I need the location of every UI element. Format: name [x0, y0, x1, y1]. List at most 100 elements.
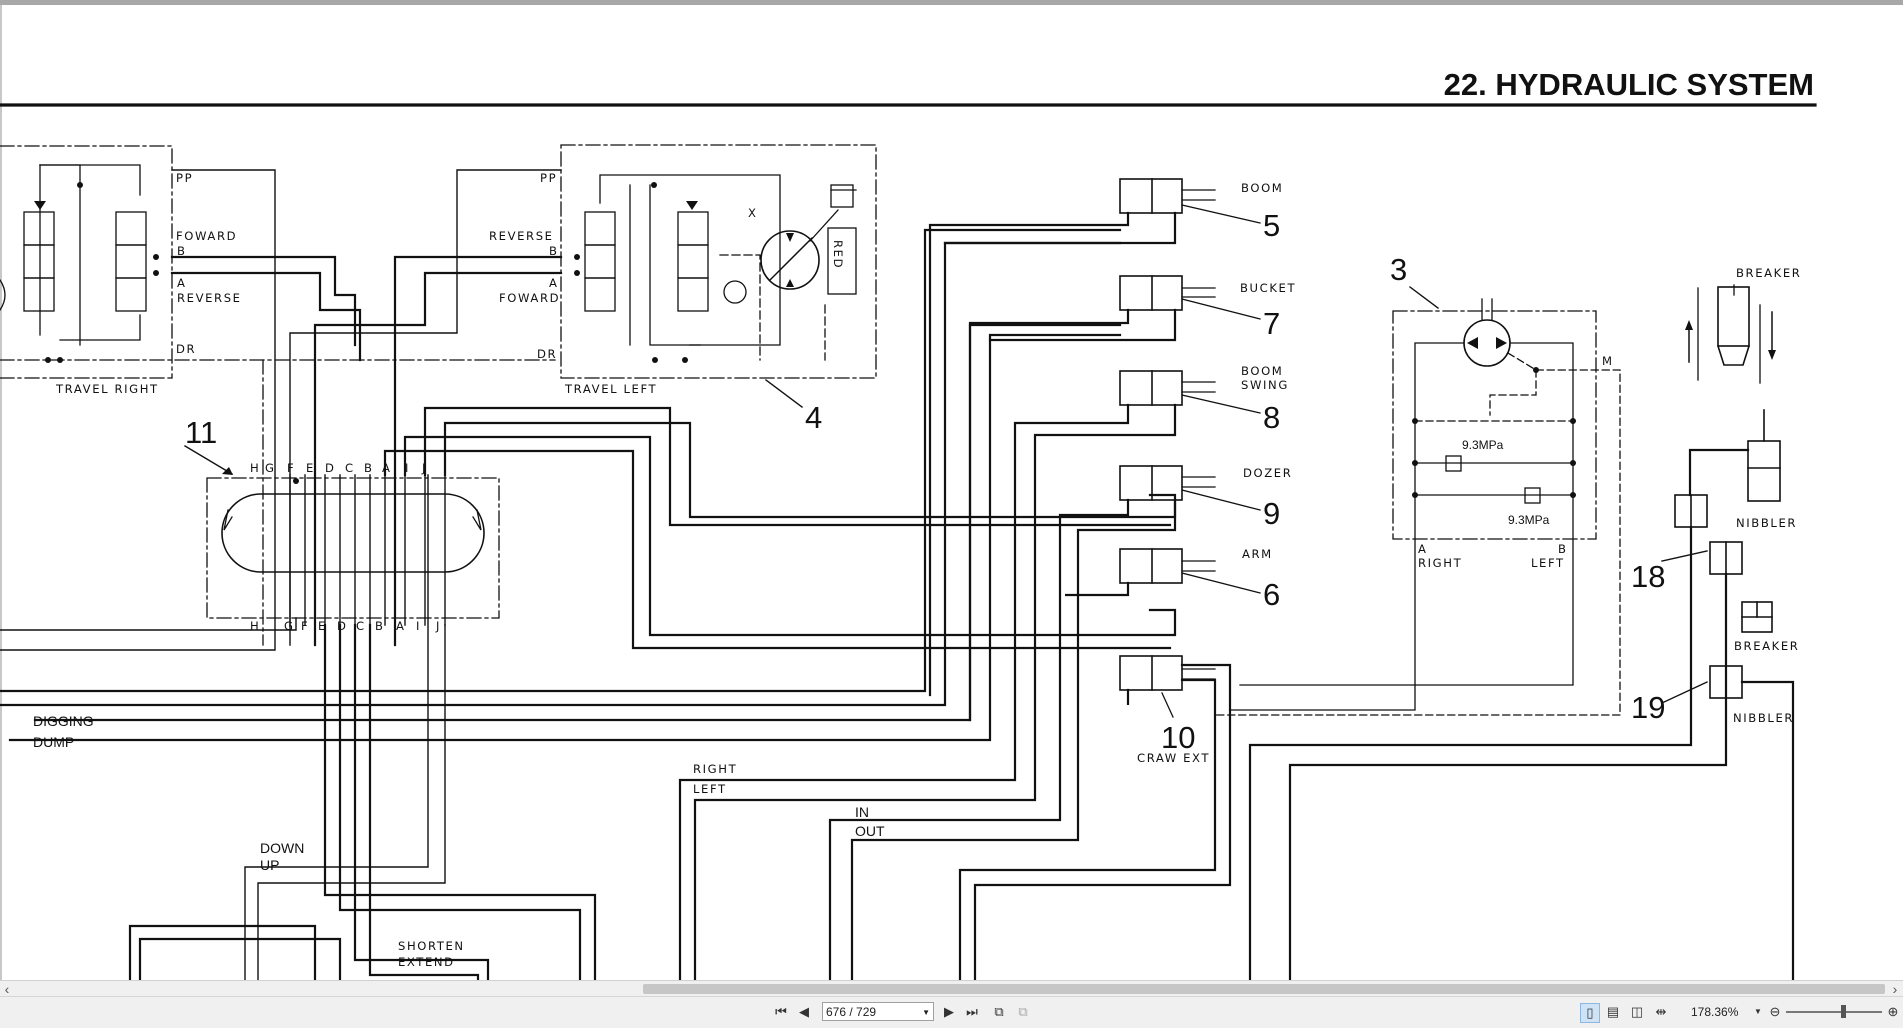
cylinder-label-dozer: DOZER — [1243, 466, 1292, 480]
part-number-4: 4 — [805, 400, 822, 435]
part-number-5: 5 — [1263, 208, 1280, 243]
line-label-digging: DIGGING — [33, 713, 94, 729]
line-label-down: DOWN — [260, 840, 304, 856]
cylinder-label-boom-swing-1: BOOM — [1241, 364, 1283, 378]
swivel-port-g-bottom: G — [284, 619, 295, 633]
port-label-foward-left: FOWARD — [499, 291, 560, 305]
copy-icon[interactable]: ⧉ — [994, 1004, 1004, 1019]
line-label-out: OUT — [855, 823, 885, 839]
port-label-a-swing: A — [1418, 542, 1428, 556]
swivel-port-h-top: H — [250, 461, 260, 475]
page-dropdown-icon[interactable]: ▼ — [922, 1008, 930, 1017]
port-label-x: X — [748, 206, 758, 220]
port-label-pp-right: PP — [176, 171, 193, 185]
page-number-input[interactable]: 676 / 729 ▼ — [822, 1002, 934, 1021]
swivel-port-f-top: F — [287, 461, 295, 475]
part-number-11: 11 — [185, 415, 217, 450]
attachment-label-breaker-1: BREAKER — [1736, 266, 1801, 280]
attachment-label-nibbler-1: NIBBLER — [1736, 516, 1797, 530]
prev-page-icon[interactable]: ◀ — [799, 1004, 809, 1019]
zoom-out-icon[interactable]: ⊖ — [1769, 1004, 1781, 1019]
port-label-reverse-left: REVERSE — [489, 229, 554, 243]
port-label-reverse-right: REVERSE — [177, 291, 242, 305]
port-label-pp-left: PP — [540, 171, 557, 185]
relief-pressure-2: 9.3MPa — [1508, 513, 1550, 527]
port-label-dr-right: DR — [176, 342, 196, 356]
hydraulic-schematic: 22. HYDRAULIC SYSTEM PP FOWARD B A REVER… — [0, 67, 1817, 980]
fit-icon[interactable]: ⇹ — [1655, 1004, 1667, 1019]
line-label-left: LEFT — [693, 782, 727, 796]
line-label-extend: EXTEND — [398, 955, 455, 969]
port-label-m: M — [1602, 354, 1614, 368]
port-label-right-swing: RIGHT — [1418, 556, 1462, 570]
viewer-toolbar: ⏮ ◀ 676 / 729 ▼ ▶ ⏭ ⧉ ⧉ ▯ ▤ ◫ ⇹ 178.36% … — [0, 996, 1903, 1028]
document-viewport[interactable]: 22. HYDRAULIC SYSTEM PP FOWARD B A REVER… — [0, 5, 1903, 980]
cylinder-label-craw-ext: CRAW EXT — [1137, 751, 1210, 765]
section-label-travel-right: TRAVEL RIGHT — [55, 382, 159, 396]
port-label-foward-right: FOWARD — [176, 229, 237, 243]
swivel-port-d-top: D — [325, 461, 336, 475]
attachment-label-nibbler-2: NIBBLER — [1733, 711, 1794, 725]
zoom-dropdown-icon[interactable]: ▼ — [1754, 1007, 1762, 1016]
part-number-3: 3 — [1390, 252, 1407, 287]
scrollbar-thumb[interactable] — [643, 984, 1885, 994]
swivel-port-b-top: B — [364, 461, 374, 475]
swivel-port-j-top: J — [421, 461, 427, 475]
part-number-6: 6 — [1263, 577, 1280, 612]
zoom-in-icon[interactable]: ⊕ — [1887, 1004, 1899, 1019]
line-label-in: IN — [855, 804, 869, 820]
relief-pressure-1: 9.3MPa — [1462, 438, 1504, 452]
scroll-right-icon[interactable]: › — [1892, 981, 1898, 997]
line-label-up: UP — [260, 857, 279, 873]
cylinder-label-arm: ARM — [1242, 547, 1273, 561]
part-number-10: 10 — [1161, 720, 1195, 755]
cylinder-label-boom-swing-2: SWING — [1241, 378, 1289, 392]
part-number-7: 7 — [1263, 306, 1280, 341]
last-page-icon[interactable]: ⏭ — [966, 1004, 978, 1019]
swivel-port-i-top: I — [405, 461, 410, 475]
page-title: 22. HYDRAULIC SYSTEM — [1444, 67, 1814, 102]
swivel-port-j-bottom: J — [435, 619, 441, 633]
attachment-label-breaker-2: BREAKER — [1734, 639, 1799, 653]
port-label-dr-left: DR — [537, 347, 557, 361]
swivel-port-e-bottom: E — [318, 619, 327, 633]
swivel-port-c-top: C — [345, 461, 355, 475]
reducer-label: RED — [831, 240, 845, 269]
cylinder-label-boom: BOOM — [1241, 181, 1283, 195]
port-label-b-swing: B — [1558, 542, 1568, 556]
swivel-port-b-bottom: B — [375, 619, 385, 633]
section-label-travel-left: TRAVEL LEFT — [564, 382, 657, 396]
page-indicator: 676 / 729 — [826, 1005, 877, 1019]
port-label-a-left: A — [549, 276, 559, 290]
swivel-port-a-top: A — [382, 461, 392, 475]
swivel-port-e-top: E — [306, 461, 315, 475]
swivel-port-h-bottom: H — [250, 619, 260, 633]
swivel-port-a-bottom: A — [396, 619, 406, 633]
part-number-8: 8 — [1263, 400, 1280, 435]
swivel-port-i-bottom: I — [416, 619, 421, 633]
swivel-port-c-bottom: C — [356, 619, 366, 633]
swivel-port-f-bottom: F — [301, 619, 309, 633]
window-top-border — [0, 0, 1903, 5]
first-page-icon[interactable]: ⏮ — [775, 1004, 787, 1019]
viewer-left-border — [0, 5, 2, 980]
paste-icon[interactable]: ⧉ — [1018, 1004, 1028, 1019]
zoom-slider[interactable] — [1786, 1011, 1882, 1013]
part-number-9: 9 — [1263, 496, 1280, 531]
port-label-a-right: A — [177, 276, 187, 290]
next-page-icon[interactable]: ▶ — [944, 1004, 954, 1019]
zoom-level[interactable]: 178.36% — [1691, 1005, 1739, 1019]
scroll-left-icon[interactable]: ‹ — [4, 981, 10, 997]
zoom-slider-handle[interactable] — [1841, 1005, 1846, 1018]
swivel-port-d-bottom: D — [337, 619, 348, 633]
line-label-right: RIGHT — [693, 762, 737, 776]
horizontal-scrollbar[interactable]: ‹ › — [0, 980, 1903, 997]
part-number-18: 18 — [1631, 559, 1665, 594]
two-page-icon[interactable]: ◫ — [1630, 1004, 1644, 1019]
line-label-dump: DUMP — [33, 734, 74, 750]
continuous-icon[interactable]: ▤ — [1606, 1004, 1620, 1019]
swivel-port-g-top: G — [265, 461, 276, 475]
port-label-b-left: B — [549, 244, 559, 258]
single-page-icon[interactable]: ▯ — [1580, 1003, 1600, 1023]
line-label-shorten: SHORTEN — [398, 939, 465, 953]
